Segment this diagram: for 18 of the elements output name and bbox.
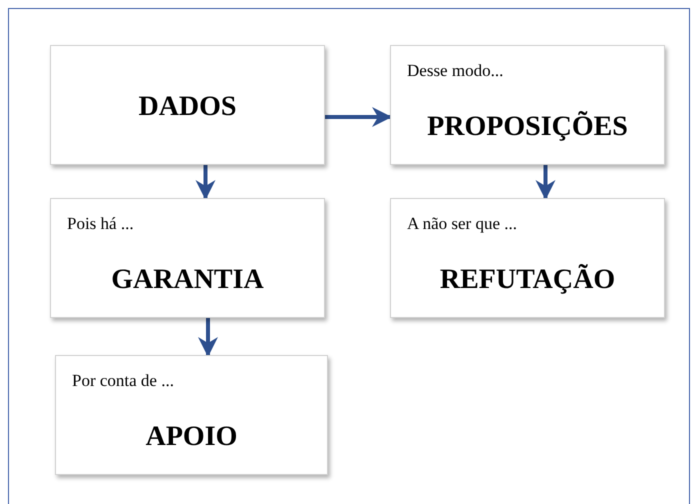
arrow bbox=[198, 318, 218, 357]
heading-text: DADOS bbox=[137, 90, 238, 124]
arrow bbox=[536, 165, 556, 200]
prefix-text: Desse modo... bbox=[407, 60, 504, 82]
text-box bbox=[55, 355, 328, 475]
text-box bbox=[50, 45, 325, 165]
text-box bbox=[390, 198, 665, 318]
prefix-text: Por conta de ... bbox=[72, 370, 174, 392]
heading-text: REFUTAÇÃO bbox=[438, 263, 616, 297]
arrow bbox=[196, 165, 216, 200]
heading-text: GARANTIA bbox=[110, 263, 265, 297]
prefix-text: Pois há ... bbox=[67, 213, 134, 235]
text-box bbox=[390, 45, 665, 165]
heading-text: PROPOSIÇÕES bbox=[426, 110, 629, 144]
arrow bbox=[325, 107, 392, 127]
prefix-text: A não ser que ... bbox=[407, 213, 518, 235]
heading-text: APOIO bbox=[144, 420, 238, 454]
text-box bbox=[50, 198, 325, 318]
